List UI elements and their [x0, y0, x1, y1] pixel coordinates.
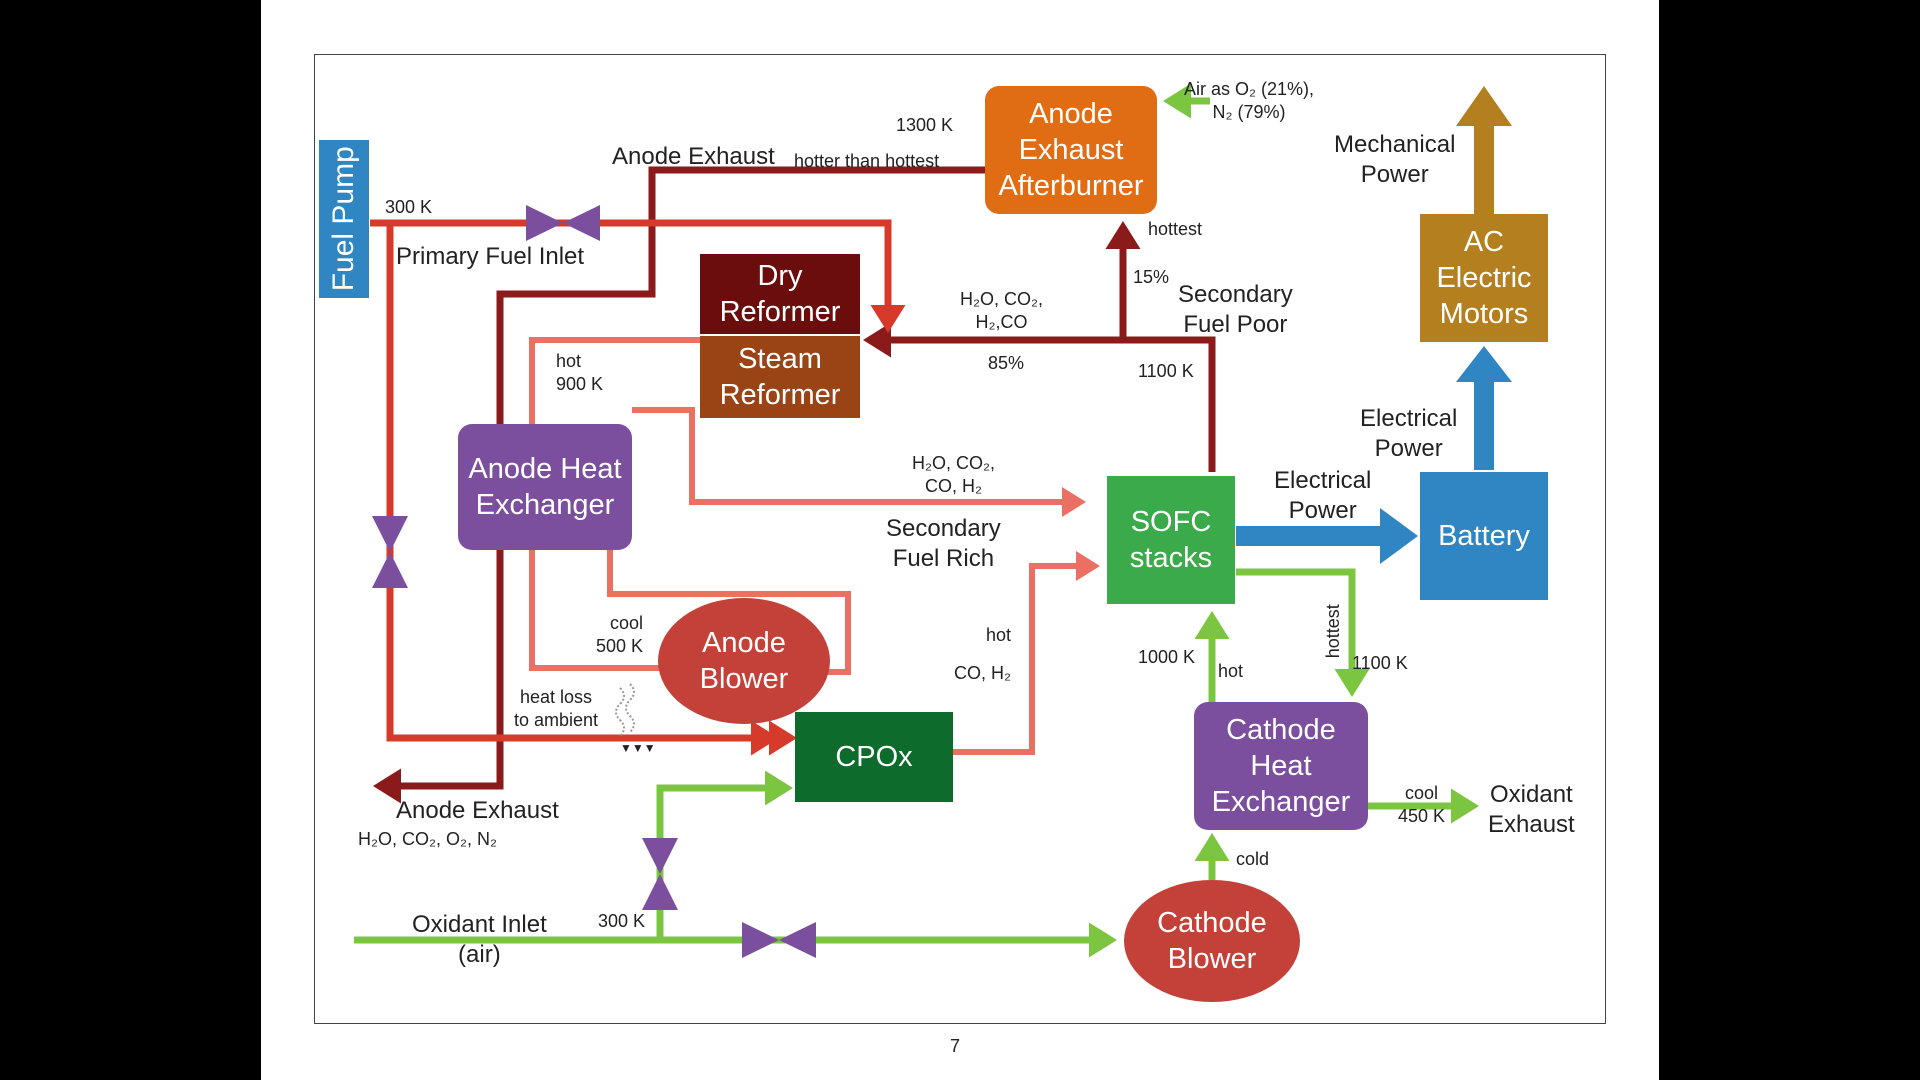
fuel-to-cpox-line [386, 223, 779, 756]
heat-loss-icon [615, 683, 635, 737]
heat-loss-label: heat loss to ambient [514, 687, 599, 730]
cold-label: cold [1236, 849, 1270, 869]
primary-fuel-valve [526, 205, 600, 241]
steam-reformer-box: Steam Reformer [700, 336, 860, 418]
temp-1300k: 1300 K [896, 115, 954, 135]
anode-exhaust-bottom-label: Anode Exhaust [396, 797, 559, 824]
cathode-blower-oval: Cathode Blower [1124, 880, 1300, 1002]
battery-box: Battery [1420, 472, 1548, 600]
anode-blower-loop-line [607, 540, 851, 675]
electrical-power-label-2: Electrical Power [1360, 405, 1458, 462]
hottest-afterburner-label: hottest [1148, 219, 1203, 239]
cathode-heat-exchanger-box: Cathode Heat Exchanger [1194, 702, 1368, 830]
temp-300k-top: 300 K [385, 197, 433, 217]
anode-afterburner-box: Anode Exhaust Afterburner [985, 86, 1157, 214]
oxidant-exhaust-label: Oxidant Exhaust [1488, 781, 1575, 838]
fuel-pump-box: Fuel Pump [319, 140, 369, 298]
oxidant-inlet-label: Oxidant Inlet (air) [412, 911, 547, 968]
oxidant-to-cpox-line [656, 770, 793, 940]
secondary-fuel-poor-label: Secondary Fuel Poor [1178, 281, 1293, 338]
anode-blower-oval: Anode Blower [658, 598, 830, 724]
page-number: 7 [950, 1036, 961, 1056]
temp-1000k: 1000 K [1138, 647, 1196, 667]
electrical-power-arrow-right [1236, 508, 1418, 564]
hot-900k-label: hot 900 K [556, 351, 604, 394]
mechanical-power-arrow [1456, 86, 1512, 214]
co-h2-label: CO, H₂ [954, 663, 1011, 683]
temp-1100k-top: 1100 K [1138, 361, 1194, 381]
sofc-cathode-out-line [1236, 568, 1370, 697]
secondary-fuel-rich-label: Secondary Fuel Rich [886, 515, 1001, 572]
primary-fuel-inlet-label: Primary Fuel Inlet [396, 243, 585, 270]
air-composition-label: Air as O₂ (21%), N₂ (79%) [1184, 79, 1315, 122]
anode-exhaust-line [373, 166, 990, 804]
hottest-cathode-label: hottest [1322, 604, 1343, 659]
fuel-pump-label: Fuel Pump [327, 146, 361, 292]
anode-exhaust-species-label: H₂O, CO₂, O₂, N₂ [358, 829, 497, 849]
mechanical-power-label: Mechanical Power [1334, 131, 1456, 188]
cpox-box: CPOx [795, 712, 953, 802]
oxidant-cpox-valve [642, 838, 678, 910]
electrical-power-label-1: Electrical Power [1274, 467, 1372, 524]
h2o-co2-h2co-label: H₂O, CO₂, H₂,CO [960, 289, 1043, 332]
hot-cpox-label: hot [986, 625, 1012, 645]
anode-heat-exchanger-box: Anode Heat Exchanger [458, 424, 632, 550]
temp-300k-bottom: 300 K [598, 911, 646, 931]
h2o-co2-co-h2-label: H₂O, CO₂, CO, H₂ [912, 453, 995, 496]
ac-motors-box: AC Electric Motors [1420, 214, 1548, 342]
sofc-to-reformer-line [863, 322, 1216, 472]
diagram-frame [314, 54, 1606, 1024]
cathode-inlet-valve [742, 922, 816, 958]
temp-1100k-cathode: 1100 K [1352, 653, 1408, 673]
hot-cathode-label: hot [1218, 661, 1244, 681]
cool-500k-label: cool 500 K [596, 613, 644, 656]
sofc-stacks-box: SOFC stacks [1107, 476, 1235, 604]
steam-reformer-to-sofc-line [632, 407, 1086, 517]
hotter-than-hottest-label: hotter than hottest [794, 151, 940, 171]
pct-85-label: 85% [988, 353, 1025, 373]
cpox-to-sofc-line [952, 551, 1100, 755]
anode-exhaust-top-label: Anode Exhaust [612, 143, 775, 170]
dry-reformer-box: Dry Reformer [700, 254, 860, 334]
electrical-power-arrow-up [1456, 346, 1512, 470]
cpox-fuel-valve [372, 516, 408, 588]
heat-loss-arrows: ▼▼▼ [620, 741, 656, 755]
pct-15-label: 15% [1133, 267, 1170, 287]
cool-450k-label: cool 450 K [1398, 783, 1446, 826]
